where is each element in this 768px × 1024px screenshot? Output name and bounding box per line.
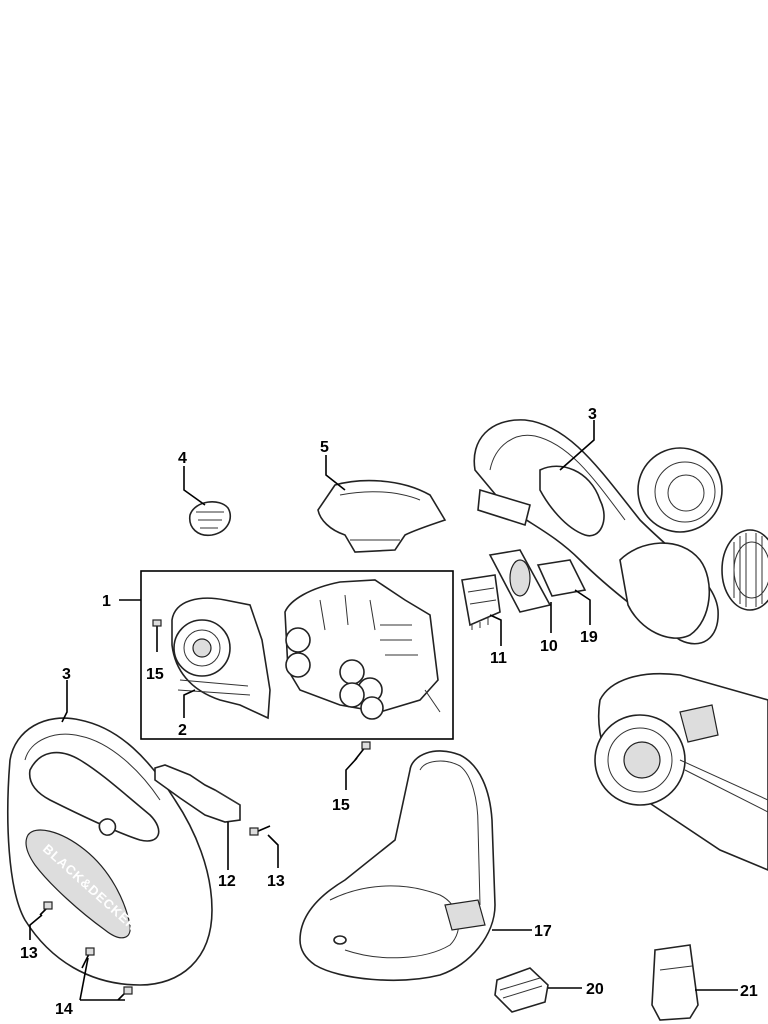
label-part-3b: 3: [588, 406, 597, 423]
label-part-1: 1: [102, 593, 111, 610]
screw-14-a: [81, 947, 95, 969]
label-part-2: 2: [178, 722, 187, 739]
dust-bowl: [594, 672, 768, 871]
label-part-15a: 15: [146, 666, 164, 683]
label-part-21: 21: [740, 983, 758, 1000]
part-labels: 1 2 3 3 4 5 10 11 12 13 13 14 15 15 17 1…: [20, 406, 758, 1018]
label-part-11: 11: [490, 650, 507, 667]
screw-13-left: [39, 901, 53, 916]
label-part-10: 10: [540, 638, 558, 655]
part-12-cover: [154, 764, 241, 823]
label-part-3a: 3: [62, 666, 71, 683]
filter-cartridge: [721, 529, 768, 611]
part-10-switch-plate: [488, 549, 552, 613]
housing-left: [7, 717, 213, 986]
part-17-charging-base: [299, 750, 496, 981]
label-part-13a: 13: [267, 873, 285, 890]
label-part-12: 12: [218, 873, 236, 890]
part-20-brush: [494, 967, 549, 1013]
label-part-4: 4: [178, 450, 187, 467]
screw-13-right: [249, 825, 271, 836]
part-21-crevice-tool: [651, 944, 699, 1021]
part-11-switch: [461, 574, 501, 630]
part-5-door: [317, 479, 447, 553]
label-part-20: 20: [586, 981, 604, 998]
leader-lines: [29, 420, 738, 1001]
label-part-13b: 13: [20, 945, 38, 962]
screw-15-lower: [354, 741, 371, 761]
label-part-19: 19: [580, 629, 598, 646]
part-19-label: [536, 559, 587, 597]
part-4-switch: [188, 501, 232, 537]
screw-14-b: [117, 986, 133, 1001]
label-part-5: 5: [320, 439, 329, 456]
part-1-assembly-box: [140, 570, 454, 740]
label-part-17: 17: [534, 923, 552, 940]
housing-top-right: [473, 419, 723, 645]
label-part-14: 14: [55, 1001, 73, 1018]
label-part-15b: 15: [332, 797, 350, 814]
